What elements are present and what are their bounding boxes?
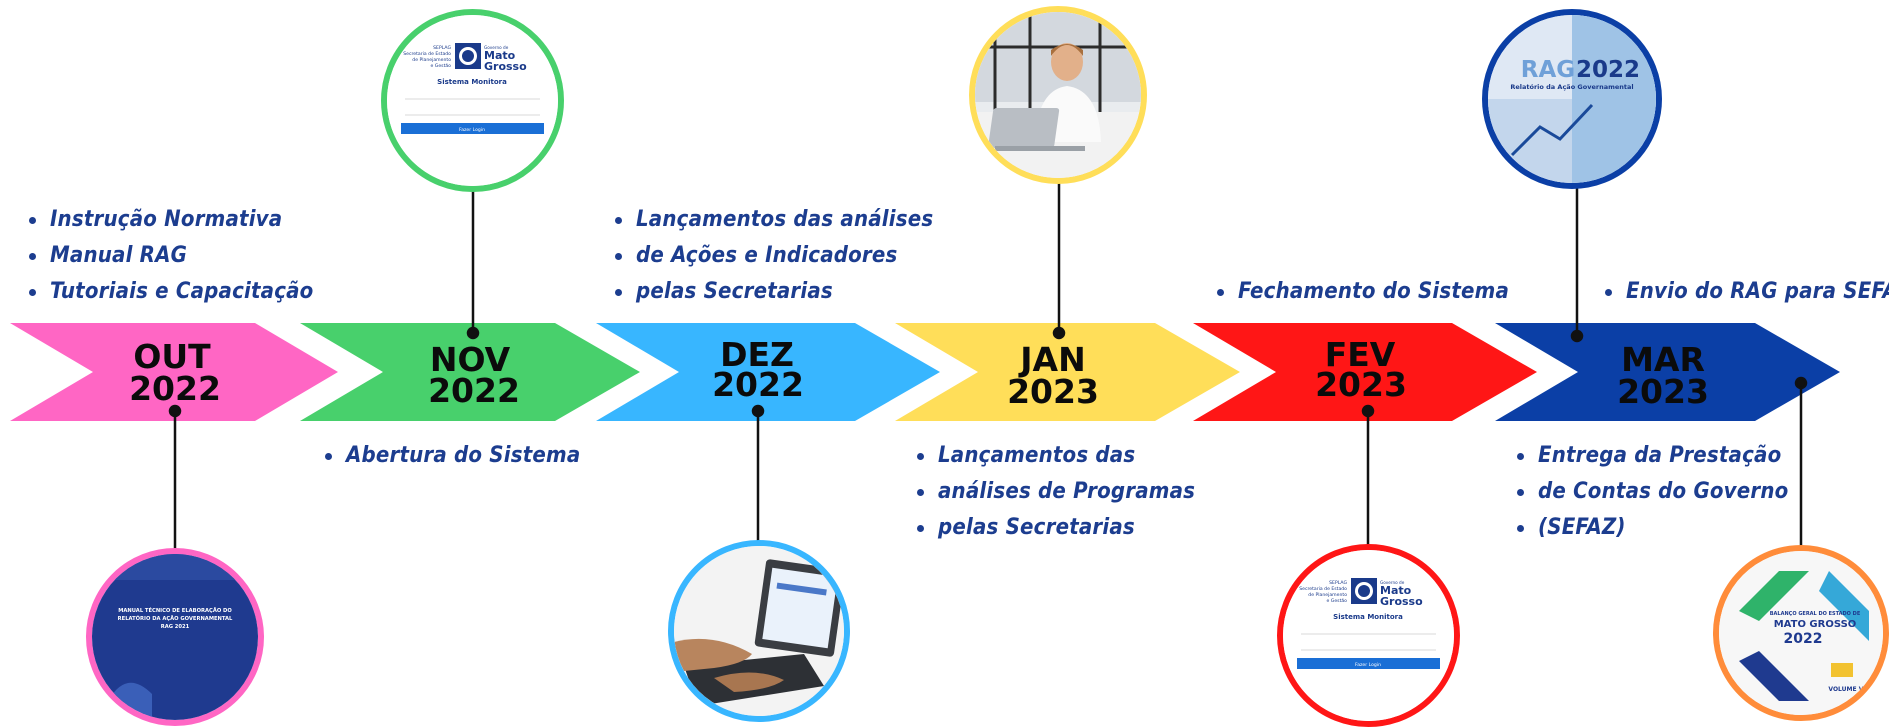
login-button-label: Fazer Login	[459, 127, 485, 133]
connector-nov-dot	[466, 326, 480, 340]
system-title: Sistema Monitora	[437, 78, 507, 86]
flag-icon	[1831, 663, 1853, 677]
note-item: pelas Secretarias	[612, 274, 933, 310]
out-manual-cover: MANUAL TÉCNICO DE ELABORAÇÃO DO RELATÓRI…	[86, 548, 264, 726]
org-line: de Planejamento	[1308, 592, 1347, 598]
notes-mar-top: Envio do RAG para SEFAZ	[1602, 274, 1889, 310]
notes-nov: Abertura do Sistema	[322, 438, 580, 474]
org-line: Secretaria de Estado	[403, 51, 451, 57]
arrow-fev	[1193, 323, 1537, 421]
label-out-year: 2022	[129, 369, 221, 408]
note-item: Abertura do Sistema	[322, 438, 580, 474]
notes-jan: Lançamentos das análises de Programas pe…	[914, 438, 1195, 546]
connector-jan-dot	[1052, 326, 1066, 340]
note-item: Lançamentos das	[914, 438, 1195, 474]
notes-dez: Lançamentos das análises de Ações e Indi…	[612, 202, 933, 310]
note-item: Instrução Normativa	[26, 202, 314, 238]
login-button	[1297, 658, 1440, 669]
arrow-mar	[1495, 323, 1840, 421]
label-dez-year: 2022	[712, 365, 804, 404]
org-line: SEPLAG	[1329, 580, 1347, 586]
note-item: Manual RAG	[26, 238, 314, 274]
manual-line3: RAG 2021	[161, 624, 190, 630]
connector-mar-top-dot	[1570, 329, 1584, 343]
connector-out-dot	[168, 404, 182, 418]
note-item: pelas Secretarias	[914, 510, 1195, 546]
rag-subtitle: Relatório da Ação Governamental	[1510, 83, 1633, 91]
label-nov-month: NOV	[430, 340, 511, 379]
state-line2: Grosso	[1380, 595, 1423, 608]
balanco-year: 2022	[1784, 631, 1823, 647]
note-item: Entrega da Prestação	[1514, 438, 1788, 474]
note-item: (SEFAZ)	[1514, 510, 1788, 546]
balanco-volume: VOLUME VI	[1828, 686, 1865, 693]
note-item: Envio do RAG para SEFAZ	[1602, 274, 1889, 310]
manual-line1: MANUAL TÉCNICO DE ELABORAÇÃO DO	[118, 606, 232, 614]
arrow-out	[10, 323, 338, 421]
org-line: e Gestão	[431, 63, 452, 69]
manual-line2: RELATÓRIO DA AÇÃO GOVERNAMENTAL	[118, 615, 233, 622]
laptop-icon	[988, 108, 1060, 148]
notes-fev: Fechamento do Sistema	[1214, 274, 1509, 310]
rag-title-b: 2022	[1576, 57, 1640, 83]
note-item: Fechamento do Sistema	[1214, 274, 1509, 310]
jan-man-laptop-photo	[969, 6, 1147, 184]
rag-title-a: RAG	[1521, 57, 1575, 83]
arrow-jan	[895, 323, 1240, 421]
connector-fev-dot	[1361, 404, 1375, 418]
dez-laptop-typing-photo	[668, 540, 850, 722]
balanco-state: MATO GROSSO	[1774, 619, 1857, 630]
note-item: de Contas do Governo	[1514, 474, 1788, 510]
state-line1: Mato	[484, 49, 516, 62]
gov-label: Governo de	[484, 45, 509, 50]
state-line1: Mato	[1380, 584, 1412, 597]
growth-arrow-icon	[1510, 103, 1594, 157]
nov-login-screenshot: SEPLAG Secretaria de Estado de Planejame…	[381, 9, 564, 192]
note-item: análises de Programas	[914, 474, 1195, 510]
label-mar-year: 2023	[1617, 372, 1709, 411]
org-line: Secretaria de Estado	[1299, 586, 1347, 592]
arrow-nov	[300, 323, 640, 421]
gov-label: Governo de	[1380, 580, 1405, 585]
org-line: SEPLAG	[433, 45, 451, 51]
note-item: de Ações e Indicadores	[612, 238, 933, 274]
note-item: Tutoriais e Capacitação	[26, 274, 314, 310]
label-jan-year: 2023	[1007, 372, 1099, 411]
org-line: e Gestão	[1327, 598, 1348, 604]
label-fev-year: 2023	[1315, 365, 1407, 404]
org-line: de Planejamento	[412, 57, 451, 63]
notes-out: Instrução Normativa Manual RAG Tutoriais…	[26, 202, 314, 310]
label-fev-month: FEV	[1325, 335, 1396, 374]
label-jan-month: JAN	[1018, 340, 1085, 379]
system-title: Sistema Monitora	[1333, 613, 1403, 621]
connector-mar-bottom-dot	[1794, 376, 1808, 390]
label-mar-month: MAR	[1621, 340, 1705, 379]
fev-login-screenshot: SEPLAG Secretaria de Estado de Planejame…	[1277, 544, 1460, 727]
notes-mar-bottom: Entrega da Prestação de Contas do Govern…	[1514, 438, 1788, 546]
mar-balanco-geral-cover: BALANÇO GERAL DO ESTADO DE MATO GROSSO 2…	[1713, 545, 1889, 721]
login-button-label: Fazer Login	[1355, 662, 1381, 668]
label-out-month: OUT	[133, 337, 211, 376]
state-line2: Grosso	[484, 60, 527, 73]
login-button	[401, 123, 544, 134]
note-item: Lançamentos das análises	[612, 202, 933, 238]
arrow-dez	[596, 323, 940, 421]
label-nov-year: 2022	[428, 371, 520, 410]
balanco-header: BALANÇO GERAL DO ESTADO DE	[1770, 611, 1861, 617]
connector-dez-dot	[751, 404, 765, 418]
mar-rag2022-cover: RAG 2022 Relatório da Ação Governamental	[1482, 9, 1662, 189]
label-dez-month: DEZ	[720, 335, 794, 374]
